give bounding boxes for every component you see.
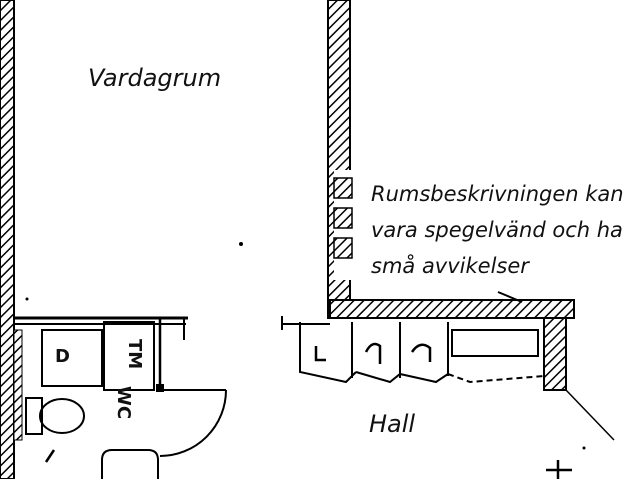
room-label-living-room: Vardagrum — [88, 64, 222, 92]
washer-box — [103, 321, 155, 391]
room-label-hall: Hall — [369, 410, 416, 438]
bathroom-door — [156, 384, 227, 457]
mirror-disclaimer-note: Rumsbeskrivningen kan vara spegelvänd oc… — [371, 176, 624, 284]
toilet — [25, 397, 85, 435]
entrance-door-line — [565, 389, 615, 441]
dryer-label: D — [55, 346, 70, 367]
center-wall-gap — [327, 170, 358, 300]
washer-label: TM — [124, 339, 145, 369]
hall-top-wall — [329, 299, 575, 319]
dryer-box — [41, 329, 103, 387]
note-line: vara spegelvänd och ha — [371, 218, 623, 242]
hall-closets — [281, 316, 545, 384]
sink — [101, 449, 159, 479]
hall-right-wall — [543, 317, 567, 391]
window-mark — [497, 291, 523, 303]
left-wall — [0, 0, 15, 479]
note-line: Rumsbeskrivningen kan — [371, 182, 624, 206]
toilet-label: WC — [113, 386, 134, 419]
entrance-mark — [546, 460, 572, 479]
note-line: små avvikelser — [371, 254, 529, 278]
